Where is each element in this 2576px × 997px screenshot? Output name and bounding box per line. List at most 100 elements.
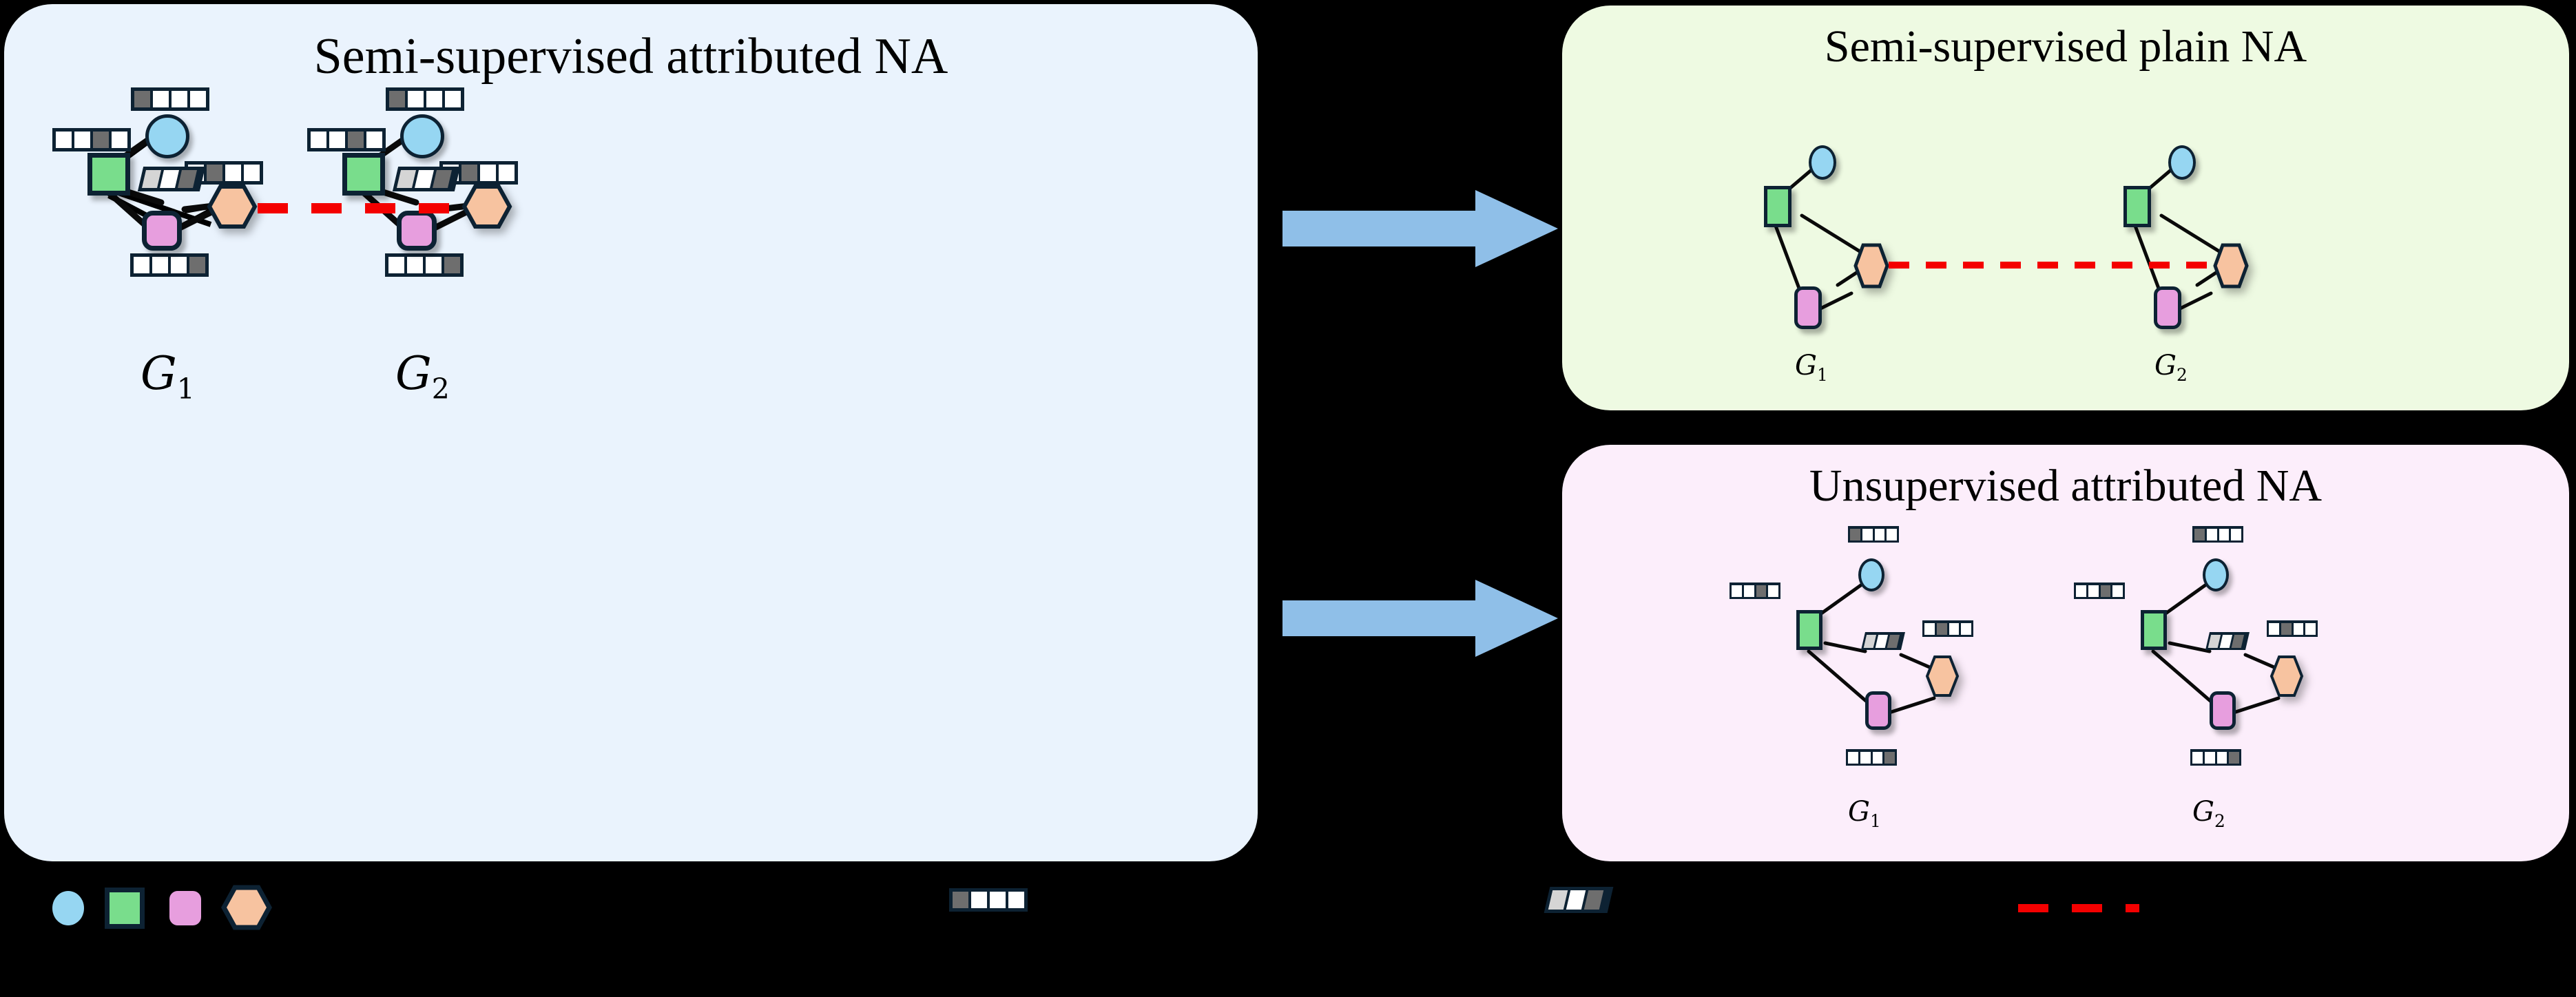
attr-cell [414, 170, 435, 188]
attr-cell [207, 165, 222, 181]
g2-plain-edges [2133, 163, 2221, 317]
attr-cell [1732, 585, 1742, 597]
attr-cell [190, 91, 206, 107]
node-square-g1 [87, 153, 130, 196]
legend-circle-icon [52, 891, 84, 925]
attr-cell [1884, 751, 1895, 764]
attr-cell [1743, 585, 1754, 597]
attr-cell [93, 132, 109, 148]
attr-cell [134, 257, 149, 273]
panel-unsupervised-attributed: Unsupervised attributed NA [1562, 445, 2569, 861]
attr-cell [1008, 892, 1024, 908]
attr-cell [2229, 751, 2239, 764]
arrow-to-unsupervised [1282, 577, 1558, 660]
attr-cell [1860, 751, 1871, 764]
graph-label-g2-unsup: G2 [2192, 796, 2225, 831]
attr-vector-rounded-g1-unsup [1846, 749, 1897, 766]
attr-cell [56, 132, 72, 148]
attr-vector-rounded-g2 [385, 253, 464, 277]
node-rounded-square-g1 [142, 211, 182, 251]
attr-cell [971, 892, 987, 908]
arrow-to-plain [1282, 187, 1558, 270]
node-rounded-square-g2 [397, 211, 437, 251]
node-circle-g1 [145, 114, 189, 158]
attr-cell [444, 257, 460, 273]
legend-partial-attribute-vector-icon [1544, 887, 1614, 913]
graph-label-g1-plain: G1 [1795, 350, 1828, 385]
attr-cell [2231, 528, 2241, 541]
node-hexagon-g2 [461, 185, 512, 229]
attr-cell [1848, 751, 1858, 764]
attr-vector-rounded-g2-unsup [2190, 749, 2241, 766]
attr-cell [134, 91, 150, 107]
attr-cell [432, 170, 453, 188]
attr-cell [1756, 585, 1767, 597]
node-hexagon-g1 [207, 185, 258, 229]
attr-cell [311, 132, 326, 148]
attr-cell [953, 892, 968, 908]
attr-cell [396, 170, 417, 188]
g2-unsup-edges [2151, 579, 2284, 714]
attr-cell [2194, 528, 2205, 541]
attr-cell [2076, 585, 2086, 597]
node-hexagon-g2-plain [2213, 243, 2249, 288]
node-square-g2-unsup [2141, 610, 2167, 650]
attr-cell [189, 257, 205, 273]
attr-cell [407, 257, 423, 273]
node-square-g1-plain [1764, 186, 1791, 227]
attr-vector-hexagon-g2-unsup [2267, 620, 2318, 637]
attr-cell [2269, 622, 2279, 635]
attr-cell [1768, 585, 1778, 597]
attr-cell [426, 257, 442, 273]
attr-vector-circle-g2 [386, 87, 464, 111]
legend-anchor-link-icon [2018, 904, 2139, 912]
attr-cell [329, 132, 345, 148]
attr-cell [1924, 622, 1935, 635]
attr-cell [990, 892, 1006, 908]
attr-cell [389, 91, 405, 107]
panel-title-plain: Semi-supervised plain NA [1824, 21, 2307, 72]
node-hexagon-g2-unsup [2269, 655, 2304, 697]
attr-vector-square-g1-unsup [1730, 583, 1780, 599]
panel-semi-supervised-attributed: Semi-supervised attributed NA [4, 4, 1258, 861]
graph-label-g1-unsup: G1 [1848, 796, 1881, 831]
attr-cell [172, 91, 187, 107]
legend-full-attribute-vector-icon [949, 888, 1028, 912]
graph-label-g2-attributed: G2 [395, 347, 450, 406]
attr-cell [1872, 751, 1883, 764]
attr-cell [1961, 622, 1971, 635]
attr-cell [74, 132, 90, 148]
attr-cell [2088, 585, 2099, 597]
attr-cell [348, 132, 364, 148]
attr-cell [426, 91, 442, 107]
node-hexagon-g1-plain [1853, 243, 1889, 288]
attr-cell [2305, 622, 2316, 635]
attr-vector-circle-g1 [131, 87, 209, 111]
attr-cell [1548, 890, 1568, 910]
attr-cell [2112, 585, 2123, 597]
node-square-g2 [342, 153, 385, 196]
node-square-g1-unsup [1796, 610, 1822, 650]
attr-cell [153, 91, 169, 107]
legend-hexagon-icon [221, 885, 272, 930]
attr-cell [2281, 622, 2292, 635]
legend-rounded-square-icon [169, 891, 201, 925]
node-circle-g2-plain [2168, 145, 2196, 180]
attr-cell [461, 165, 477, 181]
attr-cell [1936, 622, 1947, 635]
node-circle-g2 [400, 114, 444, 158]
attr-cell [1850, 528, 1860, 541]
g2-edges [357, 130, 477, 235]
node-rounded-square-g1-plain [1794, 286, 1822, 329]
panel-title-unsupervised: Unsupervised attributed NA [1809, 461, 2323, 511]
attr-cell [2100, 585, 2111, 597]
node-rounded-square-g2-plain [2154, 286, 2181, 329]
node-circle-g1-unsup [1858, 558, 1884, 591]
node-circle-g1-plain [1809, 145, 1836, 180]
attr-cell [225, 165, 241, 181]
attr-vector-partial-g2 [392, 167, 461, 191]
attr-vector-circle-g2-unsup [2192, 526, 2243, 543]
attr-vector-rounded-g1 [130, 253, 209, 277]
node-circle-g2-unsup [2203, 558, 2229, 591]
